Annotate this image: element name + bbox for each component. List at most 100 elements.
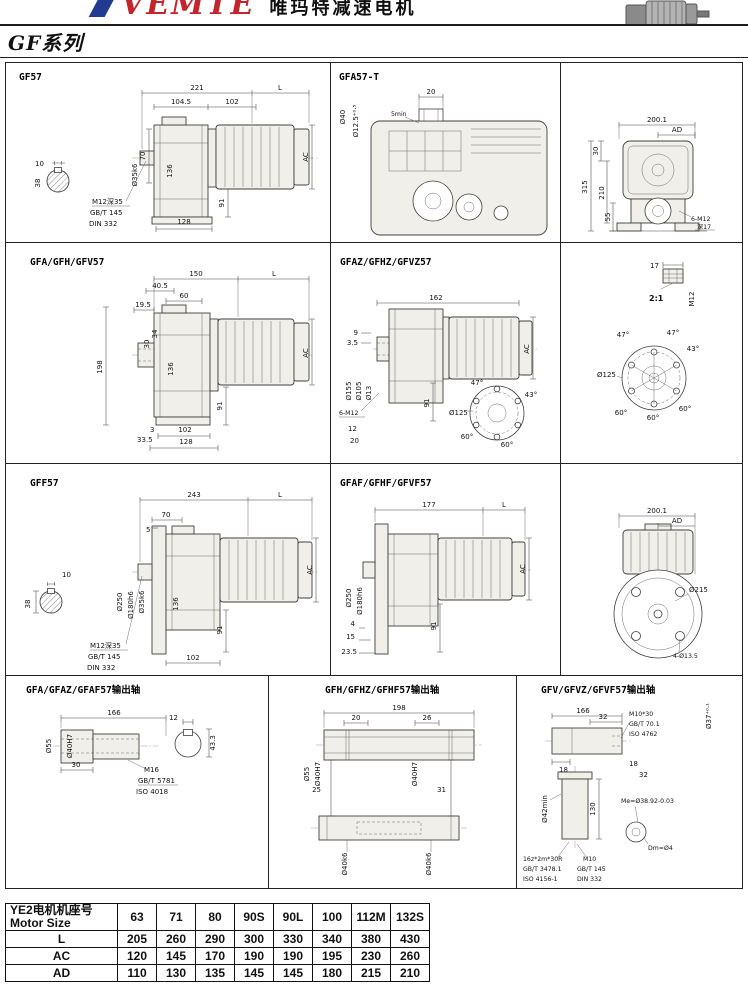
dim-label: 20: [350, 437, 359, 445]
dim-label: 136: [166, 164, 174, 178]
dim-label: 70: [139, 152, 147, 161]
standard-ref: GB/T 145: [577, 866, 606, 873]
standard-ref: GB/T 3478.1: [523, 866, 562, 873]
dim-label: 91: [218, 199, 226, 208]
panel-gf57: GF57: [6, 63, 331, 242]
dim-label: AD: [672, 126, 682, 134]
value-cell: 195: [312, 947, 352, 965]
gfa57-dimensions: 150 L 40.5 60 19.5 34 30 198 136 3 33.5 …: [96, 270, 315, 451]
brand-name-cn: 唯玛特减速电机: [269, 0, 417, 19]
dim-label: Ø13: [365, 386, 373, 400]
dim-label: 9: [354, 329, 358, 337]
dim-label: AC: [523, 344, 531, 354]
dim-label: 200.1: [647, 507, 667, 515]
value-cell: 120: [117, 947, 157, 965]
sheet-row-3: GFF57: [6, 464, 742, 676]
dim-label: 26: [423, 714, 432, 722]
dim-label: L: [502, 501, 506, 509]
thread-spec: 深17: [697, 223, 711, 231]
panel-title: GFA/GFH/GFV57: [30, 257, 104, 268]
value-cell: 260: [390, 947, 430, 965]
rear-view-drawing: 200.1 AD 315 30 210 55 6-M12 深17: [581, 116, 715, 232]
dim-label: 102: [186, 654, 199, 662]
angle-label: 60°: [461, 433, 473, 441]
size-header: 90S: [234, 903, 274, 931]
drawing-sheet: GF57: [5, 62, 743, 889]
dim-label: 30: [143, 340, 151, 349]
size-header: 80: [195, 903, 235, 931]
row-label: AD: [5, 964, 118, 982]
gfaf57-side-view: [362, 523, 531, 655]
rear-view-dimensions: 200.1 AD 315 30 210 55 6-M12 深17: [581, 116, 715, 232]
dim-label: 12: [169, 714, 178, 722]
gfaz57-flange-view: [469, 385, 525, 441]
dim-label: 18: [629, 760, 638, 768]
gfa-output-shaft-drawing: GFA/GFAZ/GFAF57输出轴: [26, 684, 217, 796]
flange-face-drawing: 200.1 AD Ø215 4-Ø13.5: [613, 507, 708, 660]
hollow-shaft: [316, 729, 482, 761]
dim-label: 198: [96, 360, 104, 373]
value-cell: 190: [273, 947, 313, 965]
gfa57t-top-view: [370, 108, 548, 236]
dim-label: 38: [34, 179, 42, 188]
dim-label: 20: [352, 714, 361, 722]
table-corner-cell: YE2电机机座号 Motor Size: [5, 903, 118, 931]
gfa57-drawing: GFA/GFH/GFV57: [30, 257, 315, 451]
dim-label: L: [278, 84, 282, 92]
standard-ref: ISO 4156-1: [523, 876, 558, 883]
panel-flange-detail: 17 2:1 M12 47° 47° 43° Ø125 60° 60° 60°: [561, 243, 740, 463]
gfh-output-shaft-drawing: GFH/GFHZ/GFHF57输出轴: [303, 684, 482, 875]
standard-ref: GB/T 145: [88, 653, 120, 661]
flange-front-view: [621, 345, 687, 411]
panel-gfaf57: GFAF/GFHF/GFVF57 177: [331, 464, 561, 675]
size-header: 132S: [390, 903, 430, 931]
standard-ref: ISO 4762: [629, 731, 657, 738]
output-shaft-dimensions: 166 12 30 Ø55 Ø40H7 M16 GB/T 5781 ISO 40…: [45, 709, 217, 796]
dim-label: Ø42min: [541, 795, 549, 823]
dim-label: AC: [519, 564, 527, 574]
dim-label: 32: [639, 771, 648, 779]
dim-label: Ø40k6: [425, 852, 433, 875]
gfaz57-drawing: GFAZ/GFHZ/GFVZ57: [339, 257, 537, 449]
panel-title: GFV/GFVZ/GFVF57输出轴: [541, 684, 656, 696]
gff57-drawing: GFF57: [24, 478, 319, 672]
table-header-row: YE2电机机座号 Motor Size 63 71 80 90S 90L 100…: [5, 903, 430, 931]
gfaz57-side-view: [373, 308, 537, 404]
value-cell: 290: [195, 930, 235, 948]
series-title: GF系列: [8, 31, 84, 55]
dim-label: 5: [146, 526, 150, 534]
panel-title: GFAF/GFHF/GFVF57: [340, 478, 432, 489]
gfaz57-dimensions: 162 9 3.5 Ø155 Ø105 Ø13 6-M12 12 20 91 A…: [339, 294, 537, 449]
dim-label: 32: [599, 713, 608, 721]
brand-name: VEMTE: [121, 0, 256, 22]
size-header: 63: [117, 903, 157, 931]
angle-label: 43°: [687, 345, 699, 353]
gfv-shaft-dimensions: 166 32 M10*30 GB/T 70.1 ISO 4762 18 18 3…: [523, 703, 713, 883]
dim-label: L: [272, 270, 276, 278]
panel-title: GFH/GFHZ/GFHF57输出轴: [325, 684, 440, 696]
dim-label: 5min: [391, 111, 407, 118]
solid-shaft: [311, 815, 467, 841]
row-label: L: [5, 930, 118, 948]
value-cell: 205: [117, 930, 157, 948]
dim-label: 200.1: [647, 116, 667, 124]
value-cell: 340: [312, 930, 352, 948]
gff57-shaft-section: [39, 582, 63, 614]
gf57-side-view: [132, 116, 318, 225]
dim-label: Ø12.5⁺⁰·⁵: [352, 104, 360, 137]
dim-label: 91: [430, 622, 438, 631]
sheet-row-2: GFA/GFH/GFV57: [6, 243, 742, 464]
thread-spec: 6-M12: [691, 216, 710, 223]
value-cell: 330: [273, 930, 313, 948]
dim-label: 243: [187, 491, 200, 499]
dim-label: Ø40H7: [411, 762, 419, 786]
dim-label: 315: [581, 180, 589, 193]
thread-spec: M10: [583, 856, 596, 863]
panel-gfh-output-shaft: GFH/GFHZ/GFHF57输出轴: [269, 676, 517, 888]
panel-rear-view: 200.1 AD 315 30 210 55 6-M12 深17: [561, 63, 740, 242]
panel-title: GFA57-T: [339, 72, 379, 83]
standard-ref: DIN 332: [87, 664, 115, 672]
gfv-horizontal-shaft: [545, 727, 632, 755]
dim-label: 198: [392, 704, 405, 712]
panel-gfa-output-shaft: GFA/GFAZ/GFAF57输出轴: [6, 676, 269, 888]
